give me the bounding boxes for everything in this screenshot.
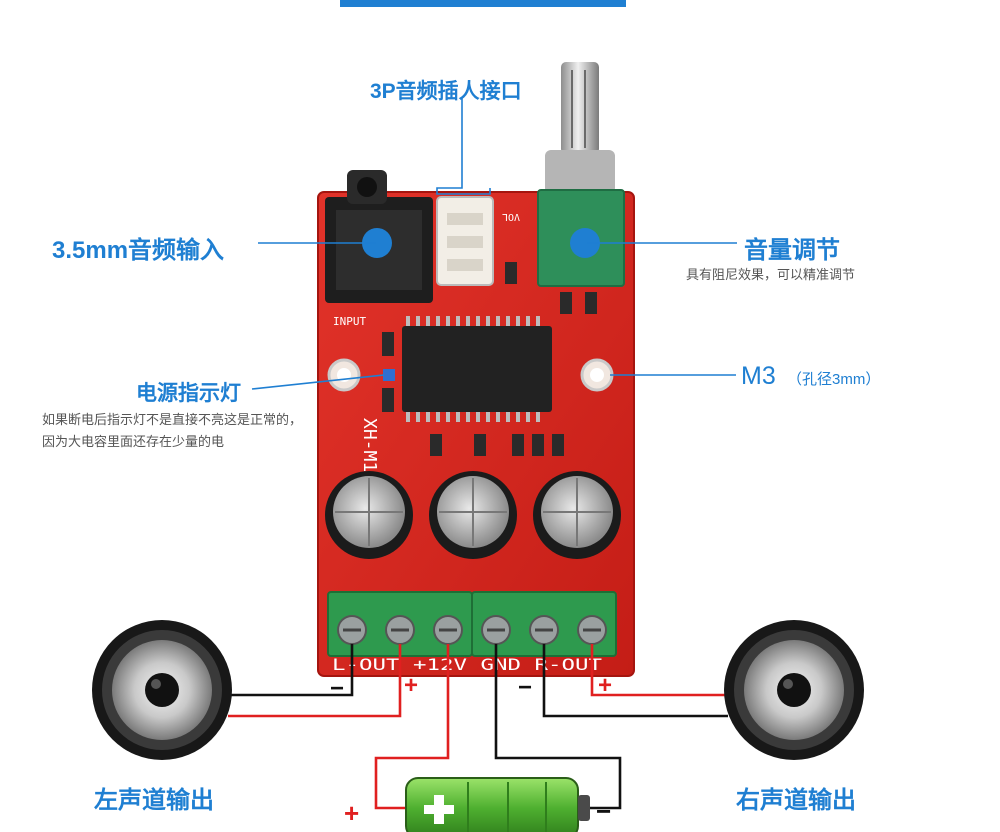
volume-potentiometer xyxy=(537,62,625,287)
silk-vol: VOL xyxy=(502,211,520,222)
left-pos-wire xyxy=(228,644,402,718)
battery-minus-sign: − xyxy=(596,796,612,826)
battery-plus-sign: + xyxy=(344,798,360,828)
mount-hole-sublabel: （孔径3mm） xyxy=(787,371,881,388)
right-minus-sign: − xyxy=(518,674,533,701)
header-accent-bar xyxy=(340,0,626,7)
power-led-note: 如果断电后指示灯不是直接不亮这是正常的，因为大电容里面还存在少量的电 xyxy=(42,412,303,449)
3p-connector xyxy=(436,196,494,286)
capacitor-right xyxy=(533,471,621,559)
left-minus-sign: − xyxy=(330,675,345,702)
connector-callout-line xyxy=(436,98,491,195)
power-led xyxy=(383,369,395,381)
capacitor-middle xyxy=(429,471,517,559)
terminal-block-left xyxy=(327,591,473,657)
left-plus-sign: + xyxy=(404,672,419,699)
terminal-block-right xyxy=(471,591,617,657)
smd-components xyxy=(382,262,597,456)
left-speaker-icon xyxy=(92,620,232,760)
left-output-label: 左声道输出 xyxy=(94,787,214,814)
right-neg-wire xyxy=(542,644,728,718)
silk-input: INPUT xyxy=(333,315,366,328)
power-led-label: 电源指示灯 xyxy=(136,382,241,405)
volume-label: 音量调节 xyxy=(744,237,840,264)
silk-bottom: L-OUT +12V GND R-OUT xyxy=(332,655,603,674)
right-output-label: 右声道输出 xyxy=(736,787,856,814)
volume-sublabel: 具有阻尼效果，可以精准调节 xyxy=(686,267,856,282)
connector-3p-label: 3P音频插人接口 xyxy=(370,80,522,103)
right-speaker-icon xyxy=(724,620,864,760)
capacitor-left xyxy=(325,471,413,559)
battery-icon xyxy=(405,777,590,832)
battery-pos-wire xyxy=(374,644,450,810)
battery-neg-wire xyxy=(494,644,622,810)
audio-jack xyxy=(325,170,433,303)
right-plus-sign: + xyxy=(598,672,613,699)
led-callout-line xyxy=(251,374,385,390)
mount-hole-label: M3 xyxy=(741,362,776,390)
silk-model: XH-M1 xyxy=(359,418,380,472)
wiring xyxy=(228,644,728,810)
callout-lines xyxy=(251,98,737,390)
right-pos-wire xyxy=(590,644,728,697)
left-neg-wire xyxy=(228,644,354,697)
amplifier-ic xyxy=(402,316,552,422)
audio-jack-label: 3.5mm音频输入 xyxy=(52,237,225,264)
